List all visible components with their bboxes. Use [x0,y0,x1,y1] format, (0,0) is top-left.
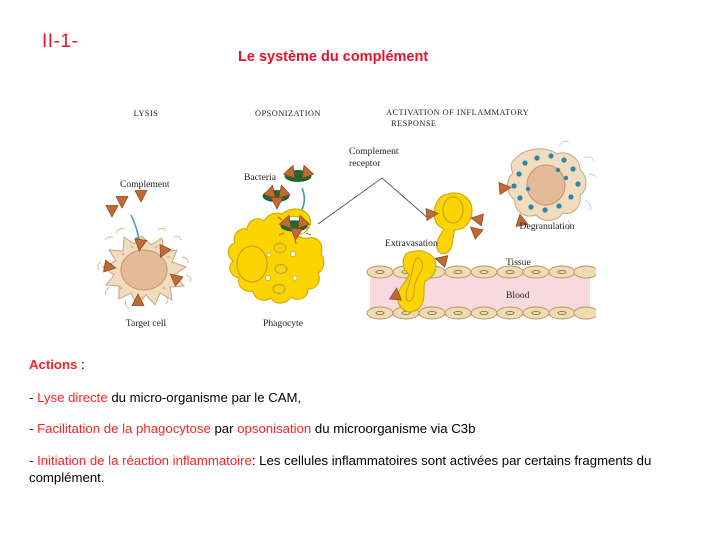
complement-triangle [134,190,148,203]
action-highlight-opsonisation: opsonisation [237,421,312,436]
opsonization-panel: Bacteria [227,162,325,329]
label-complement: Complement [120,179,170,190]
action-item-phagocytose: - Facilitation de la phagocytose par ops… [29,421,701,437]
actions-heading-colon: : [77,357,85,372]
label-degranulation: Degranulation [520,221,575,232]
panel-heading-lysis: LYSIS [134,109,159,118]
label-phagocyte: Phagocyte [263,318,303,329]
lysis-panel: Complement [97,179,192,329]
page-title: Le système du complément [238,49,429,65]
slide-number: II-1- [42,31,79,52]
action-item-inflammation: - Initiation de la réaction inflammatoir… [29,452,701,486]
label-tissue: Tissue [506,257,531,268]
label-complement-receptor-line2: receptor [349,158,381,169]
action-highlight-lyse-directe: Lyse directe [37,390,108,405]
endothelium-upper [366,265,596,279]
action-rest-lyse: du micro-organisme par le CAM, [107,390,302,405]
complement-system-diagram: LYSIS OPSONIZATION ACTIVATION OF INFLAMM… [96,102,596,340]
action-item-lyse: - Lyse directe du micro-organisme par le… [29,390,701,406]
complement-receptor-cell [433,192,473,255]
action-highlight-initiation: Initiation de la réaction inflammatoire [37,453,252,468]
receptor-hooks [277,216,312,245]
actions-heading: Actions [29,357,78,372]
actions-text-block: Actions : - Lyse directe du micro-organi… [29,357,701,486]
label-blood: Blood [506,290,530,301]
action-rest-phagocytose: du microorganisme via C3b [311,421,476,436]
actions-heading-line: Actions : [29,357,701,373]
action-mid-par: par [210,421,238,436]
bacterium [262,183,291,210]
target-cell [102,235,188,306]
cell-debris [97,227,192,309]
label-bacteria: Bacteria [244,172,277,183]
panel-heading-inflammatory-line2: RESPONSE [391,119,437,128]
inflammatory-panel: Complement receptor [317,140,596,320]
label-extravasation: Extravasation [385,238,438,249]
bullet-dash: - [29,453,38,468]
bullet-dash: - [29,421,38,436]
opsonized-bacterium [279,212,310,241]
degranulation-cell [507,140,596,231]
endothelium-lower [366,306,596,320]
receptor-leader-line [317,177,430,225]
panel-heading-inflammatory-line1: ACTIVATION OF INFLAMMATORY [386,108,529,117]
bullet-dash: - [29,390,38,405]
label-target-cell: Target cell [126,318,167,329]
extravasating-leukocyte [397,250,437,313]
label-complement-receptor-line1: Complement [349,146,399,157]
panel-heading-opsonization: OPSONIZATION [255,109,321,118]
action-highlight-facilitation: Facilitation de la phagocytose [37,421,211,436]
complement-triangle [105,205,119,218]
phagocyte [227,208,325,304]
bacterium [283,162,314,182]
action-rest-inflammation: : Les cellules inflammatoires sont activ… [29,453,652,485]
